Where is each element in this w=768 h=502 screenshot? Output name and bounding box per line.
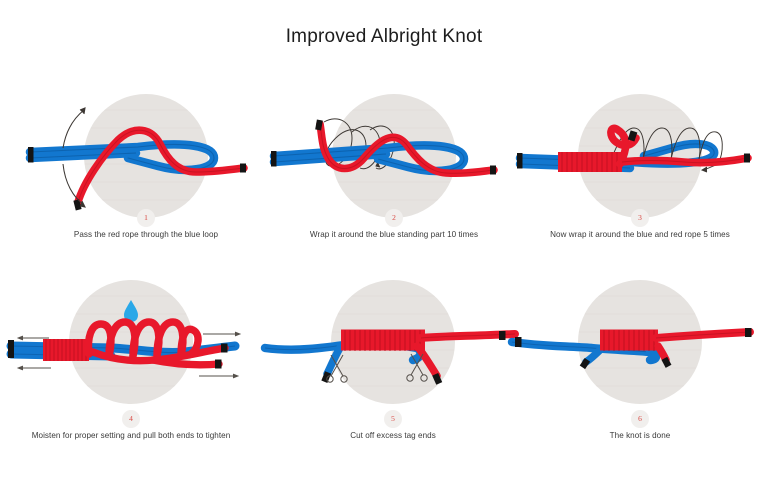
- step-caption: Moisten for proper setting and pull both…: [31, 431, 231, 440]
- red-coil: [600, 329, 658, 351]
- red-rope: [73, 126, 248, 211]
- step-panel-5: 5 Cut off excess tag ends: [260, 280, 521, 490]
- rope-cap: [215, 359, 222, 369]
- rope-cap: [28, 147, 34, 158]
- backdrop-circle: [84, 94, 208, 218]
- coil-path-arrow-icon: [607, 127, 723, 173]
- rope-cap: [627, 130, 638, 142]
- step-panel-6: 6 The knot is done: [507, 280, 768, 490]
- step-number-badge: 3: [631, 209, 649, 227]
- rope-cap: [315, 119, 323, 131]
- rope-cap: [661, 356, 672, 368]
- step-number-badge: 4: [122, 410, 140, 428]
- step-caption: Now wrap it around the blue and red rope…: [550, 230, 730, 239]
- step-5-illustration: [260, 280, 521, 430]
- pull-arrow-right-icon: [199, 331, 242, 379]
- curved-arrow-up-icon: [62, 107, 86, 149]
- rope-cap: [321, 371, 332, 383]
- rope-cap: [517, 153, 523, 164]
- red-rope: [652, 328, 754, 368]
- rope-cap: [8, 340, 14, 352]
- pull-arrow-left-icon: [16, 335, 51, 371]
- rope-cap: [28, 153, 34, 163]
- red-rope: [89, 343, 229, 369]
- red-coil: [43, 339, 89, 361]
- red-coil: [558, 152, 622, 172]
- rope-cap: [744, 153, 750, 163]
- step-caption: The knot is done: [609, 431, 671, 440]
- step-panel-4: 4 Moisten for proper setting and pull bo…: [3, 280, 259, 490]
- page-title: Improved Albright Knot: [285, 26, 483, 47]
- rope-cap: [745, 328, 752, 337]
- red-rope: [315, 119, 498, 178]
- water-droplet-icon: [124, 300, 138, 322]
- rope-cap: [271, 157, 277, 167]
- step-panel-2: 2 Wrap it around the blue standing part …: [266, 90, 522, 300]
- red-rope: [413, 330, 519, 385]
- rope-cap: [490, 165, 496, 175]
- step-number-badge: 2: [385, 209, 403, 227]
- step-2-illustration: [266, 90, 522, 240]
- rope-cap: [515, 337, 522, 347]
- red-rope: [607, 124, 752, 168]
- curved-arrow-down-icon: [62, 163, 86, 208]
- rope-cap: [432, 373, 443, 385]
- rope-cap: [517, 159, 523, 169]
- rope-cap: [221, 343, 228, 353]
- step-1-illustration: [18, 90, 274, 240]
- red-open-coil: [84, 318, 202, 360]
- step-caption: Pass the red rope through the blue loop: [73, 230, 219, 239]
- step-panel-3: 3 Now wrap it around the blue and red ro…: [512, 90, 768, 300]
- rope-cap: [499, 331, 506, 340]
- red-coil: [341, 329, 425, 351]
- rope-cap: [8, 348, 14, 358]
- step-4-illustration: [3, 280, 259, 430]
- scissors-icon: [406, 353, 428, 382]
- step-caption: Wrap it around the blue standing part 10…: [309, 230, 479, 239]
- rope-cap: [579, 358, 591, 370]
- step-number-badge: 1: [137, 209, 155, 227]
- backdrop-circle: [332, 94, 456, 218]
- step-6-illustration: [507, 280, 768, 430]
- step-panel-1: 1 Pass the red rope through the blue loo…: [18, 90, 274, 300]
- rope-cap: [271, 151, 277, 162]
- step-3-illustration: [512, 90, 768, 240]
- rope-cap: [240, 163, 246, 173]
- step-caption: Cut off excess tag ends: [350, 431, 436, 440]
- rope-cap: [73, 199, 82, 211]
- step-number-badge: 5: [384, 410, 402, 428]
- scissors-icon: [326, 354, 348, 383]
- step-number-badge: 6: [631, 410, 649, 428]
